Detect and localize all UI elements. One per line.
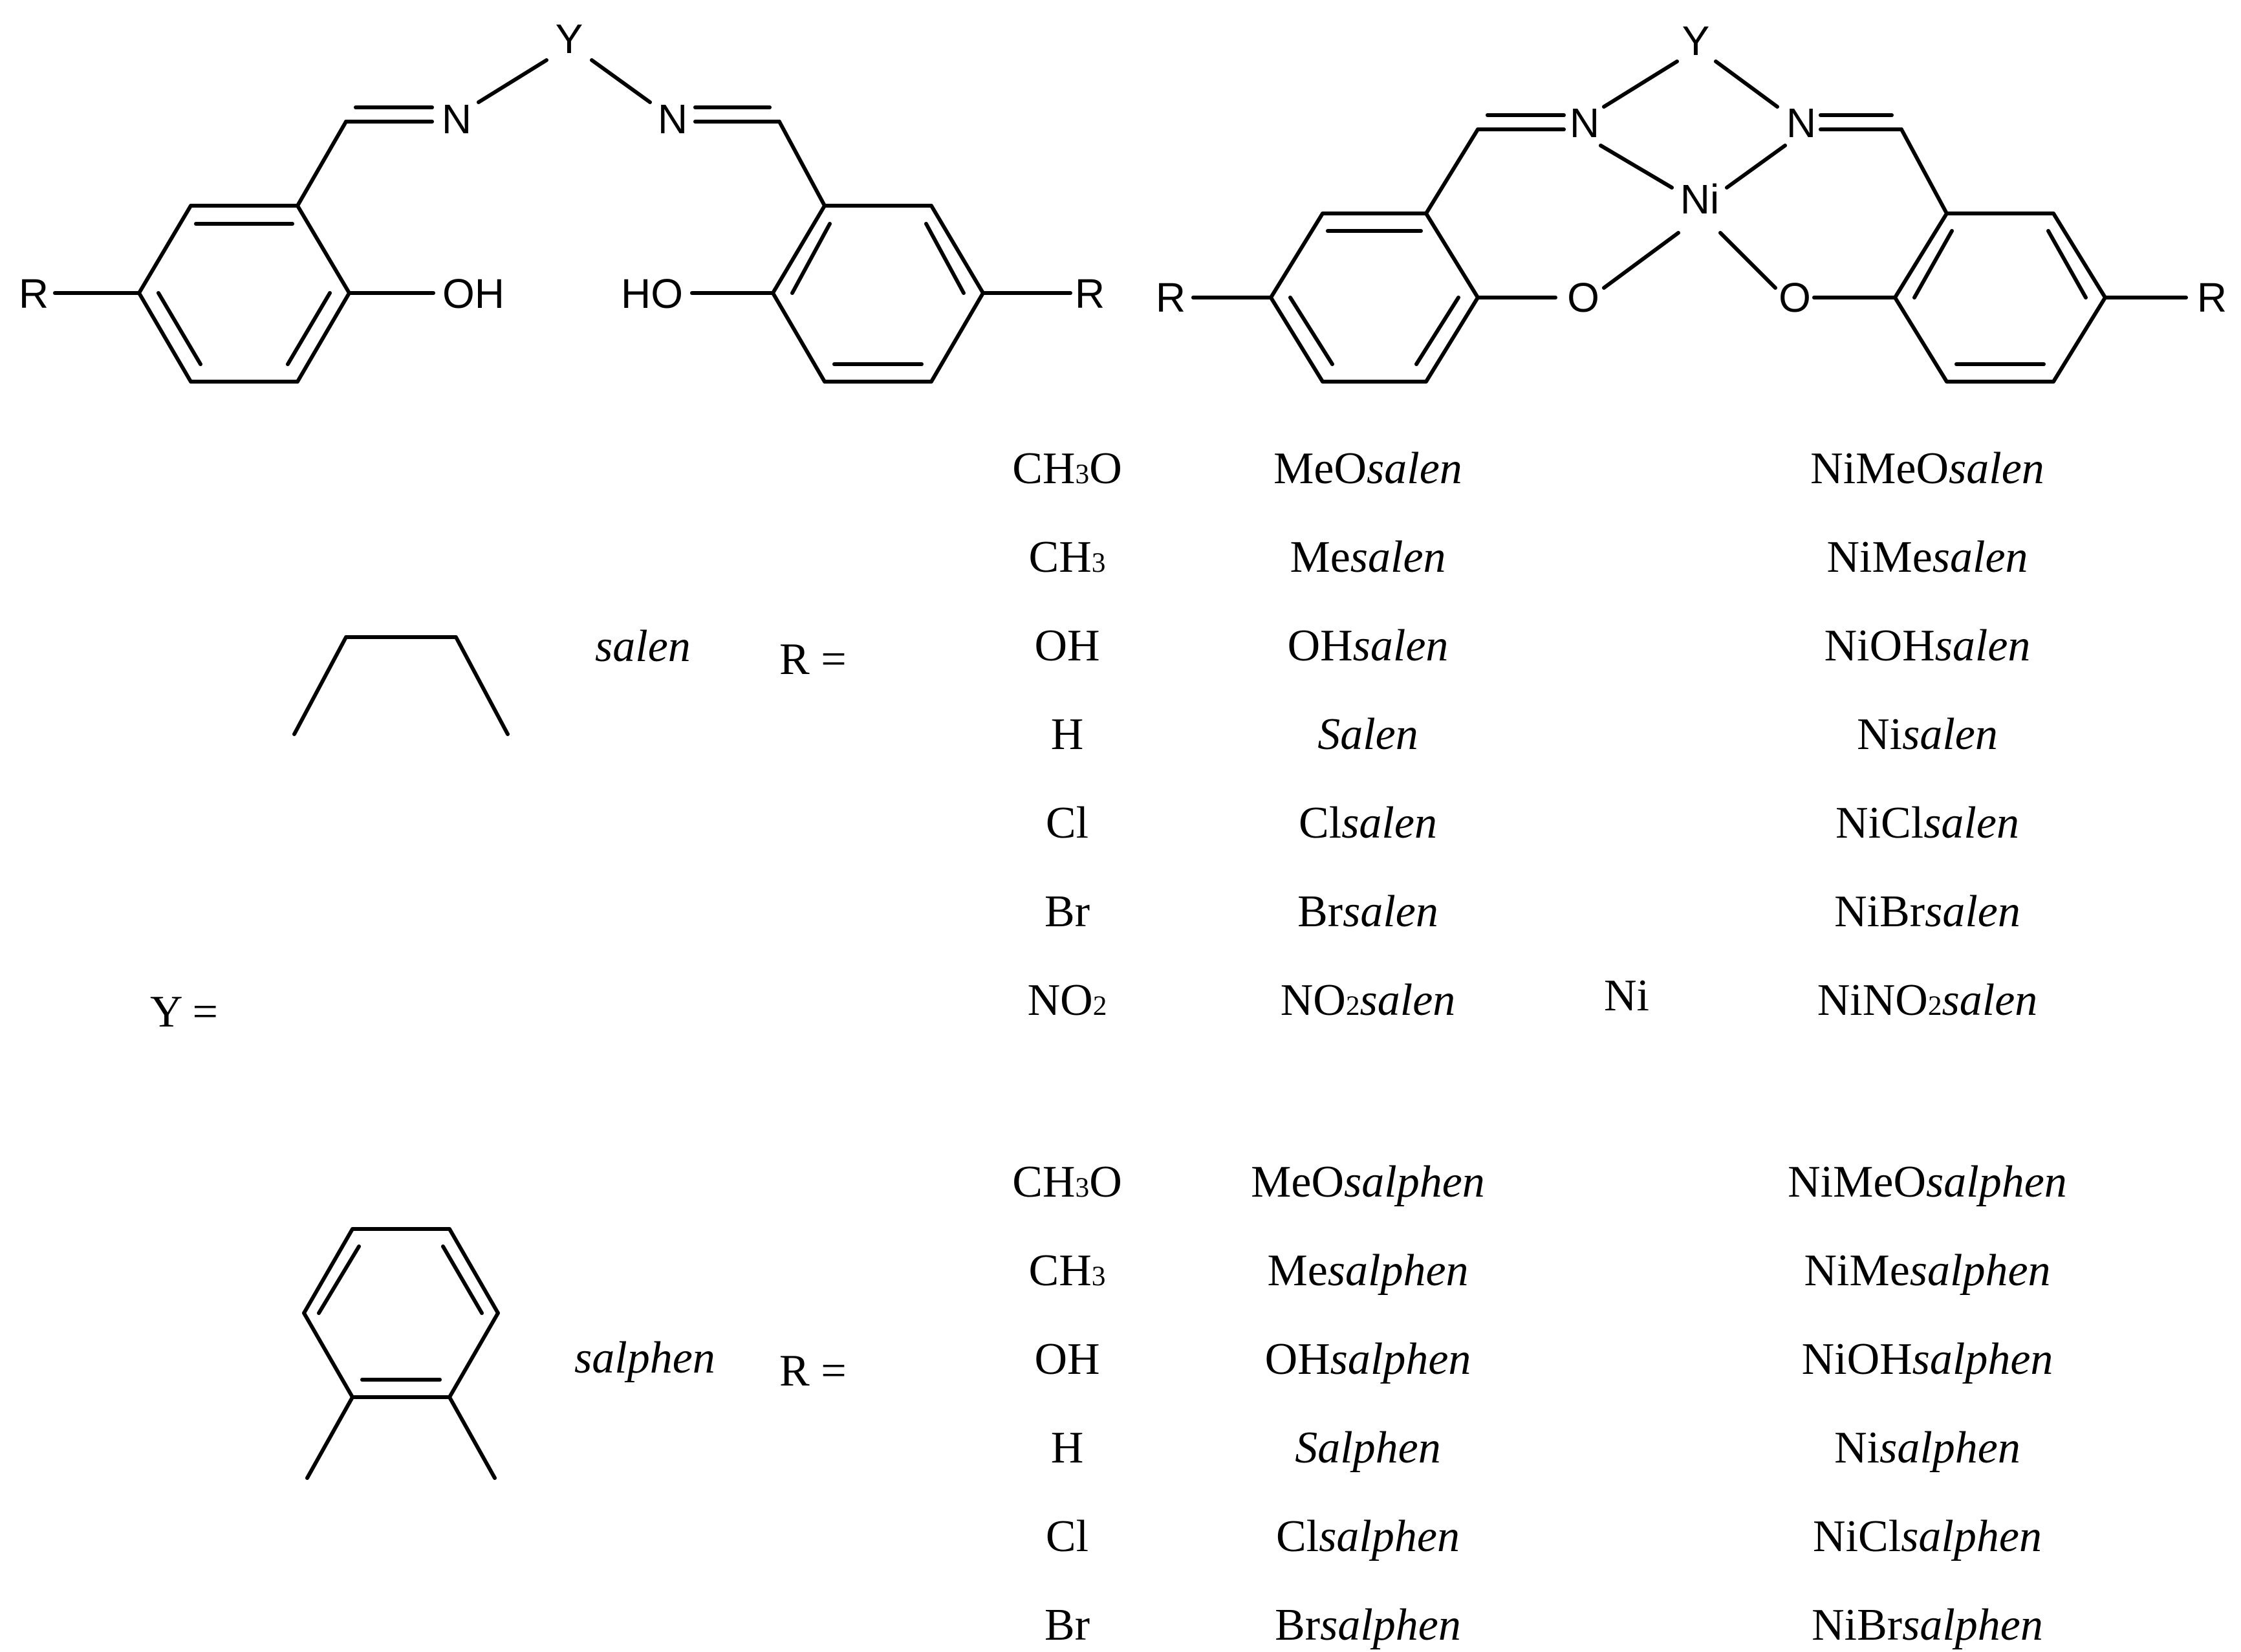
table-row-r: Br: [1045, 887, 1090, 937]
ligand-group-oh-right: HO: [621, 270, 683, 317]
ligand-structure: Y N N OH HO R R: [19, 16, 1105, 384]
table-row-r: Cl: [1045, 1512, 1089, 1561]
ligand-ch-bond-left: [296, 120, 348, 208]
table-row-ligand: Brsalphen: [1275, 1600, 1461, 1650]
complex-atom-ni: Ni: [1680, 176, 1719, 223]
table-row-ligand: Mesalen: [1290, 532, 1446, 582]
complex-atom-r-left: R: [1156, 274, 1185, 321]
table-row-r: OH: [1034, 621, 1100, 671]
table-row-r: CH3O: [1012, 1157, 1122, 1207]
complex-atom-n-left: N: [1570, 100, 1599, 146]
metal-label: Ni: [1604, 971, 1649, 1021]
table-row-ligand: Brsalen: [1297, 887, 1438, 937]
table-row-r: CH3: [1028, 1246, 1106, 1296]
r-equals-label-salphen: R =: [779, 1346, 847, 1396]
complex-ni-o-right: [1718, 231, 1777, 290]
table-row-complex: NiNO2salen: [1817, 975, 2038, 1025]
ligand-left-ring: [137, 204, 351, 384]
table-row-ligand: Mesalphen: [1267, 1246, 1469, 1296]
complex-ni-o-left: [1602, 231, 1680, 290]
complex-atom-y: Y: [1682, 17, 1710, 64]
table-row-ligand: Salen: [1317, 710, 1418, 759]
complex-atom-r-right: R: [2197, 274, 2227, 321]
ligand-n-y-left: [477, 58, 548, 104]
y-equals-label: Y =: [150, 987, 218, 1037]
complex-ch-bond-right: [1900, 127, 1949, 215]
ligand-group-oh-left: OH: [442, 270, 504, 317]
table-row-ligand: Salphen: [1295, 1423, 1441, 1473]
table-row-r: OH: [1034, 1334, 1100, 1384]
complex-n-ni-left: [1599, 144, 1674, 190]
table-row-complex: NiOHsalen: [1824, 621, 2031, 671]
table-row-r: CH3O: [1012, 444, 1122, 494]
ligand-atom-n-left: N: [442, 96, 471, 142]
phenylene-bridge-fragment: [302, 1227, 500, 1480]
table-row-r: CH3: [1028, 532, 1106, 582]
complex-n-y-left: [1602, 60, 1679, 109]
table-row-complex: NiClsalphen: [1813, 1512, 2042, 1561]
complex-atom-n-right: N: [1786, 100, 1816, 146]
ligand-atom-y: Y: [556, 16, 583, 62]
ligand-ch-bond-right: [777, 120, 827, 208]
table-row-ligand: Clsalen: [1299, 798, 1437, 848]
complex-left-ring: [1269, 212, 1480, 384]
complex-ch-bond-left: [1424, 127, 1480, 215]
ligand-right-ring: [771, 204, 985, 384]
ligand-atom-r-right: R: [1075, 270, 1105, 317]
table-row-ligand: Clsalphen: [1276, 1512, 1460, 1561]
table-row-ligand: OHsalen: [1287, 621, 1449, 671]
table-row-complex: Nisalphen: [1834, 1423, 2020, 1473]
table-row-complex: NiMeOsalen: [1810, 444, 2044, 494]
complex-structure: Y N N Ni O O R R: [1156, 17, 2227, 384]
table-row-r: H: [1050, 1423, 1084, 1473]
ligand-y-n-right: [590, 58, 652, 104]
table-row-ligand: OHsalphen: [1264, 1334, 1471, 1384]
table-row-r: Br: [1045, 1600, 1090, 1650]
table-row-complex: NiBrsalphen: [1812, 1600, 2043, 1650]
table-row-complex: NiOHsalphen: [1801, 1334, 2053, 1384]
table-row-complex: Nisalen: [1857, 710, 1998, 759]
table-row-complex: NiMesalphen: [1804, 1246, 2051, 1296]
complex-atom-o-right: O: [1779, 274, 1811, 321]
table-row-r: NO2: [1027, 975, 1107, 1025]
salphen-series-label: salphen: [574, 1333, 715, 1383]
ligand-atom-r-left: R: [19, 270, 49, 317]
table-row-complex: NiMesalen: [1826, 532, 2028, 582]
table-row-complex: NiMeOsalphen: [1788, 1157, 2067, 1207]
complex-atom-o-left: O: [1567, 274, 1599, 321]
table-row-ligand: NO2salen: [1280, 975, 1456, 1025]
complex-right-ring: [1893, 212, 2107, 384]
table-row-r: Cl: [1045, 798, 1089, 848]
table-row-ligand: MeOsalphen: [1251, 1157, 1485, 1207]
table-row-r: H: [1050, 710, 1084, 759]
complex-ni-n-right: [1725, 144, 1787, 190]
r-equals-label-salen: R =: [779, 635, 847, 684]
complex-y-n-right: [1714, 60, 1779, 109]
salen-series-label: salen: [595, 622, 691, 671]
ligand-atom-n-right: N: [658, 96, 687, 142]
table-row-complex: NiClsalen: [1835, 798, 2019, 848]
table-row-ligand: MeOsalen: [1273, 444, 1462, 494]
ethylene-bridge-fragment: [292, 635, 510, 736]
table-row-complex: NiBrsalen: [1834, 887, 2020, 937]
